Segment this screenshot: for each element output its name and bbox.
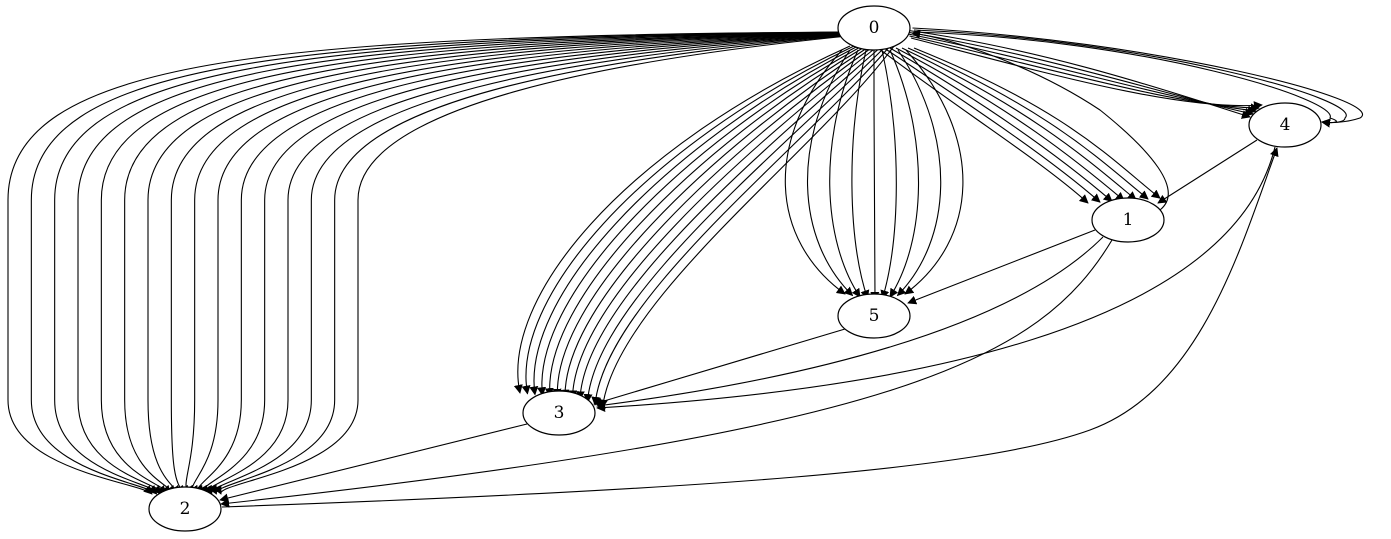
- edge-0-to-3: [521, 45, 855, 395]
- edge-0-to-4: [913, 29, 1347, 128]
- edge-0-to-4: [915, 31, 1337, 128]
- edge-1-to-3: [596, 236, 1104, 410]
- edge-0-to-2: [170, 32, 849, 495]
- edge-1-to-5: [907, 229, 1096, 305]
- edge-0-to-4: [909, 35, 1260, 113]
- edge-1-to-0: [911, 29, 1169, 211]
- edge-0-to-3: [568, 45, 879, 400]
- edge-0-to-3: [599, 45, 895, 409]
- edge-0-to-5: [889, 49, 920, 298]
- edge-0-to-2: [180, 33, 850, 495]
- edge-0-to-5: [896, 49, 942, 297]
- edge-0-to-2: [54, 31, 843, 495]
- edge-0-to-3: [583, 45, 887, 404]
- edge-0-to-5: [829, 49, 861, 298]
- node-5[interactable]: 5: [837, 293, 911, 339]
- edge-5-to-3: [593, 328, 846, 406]
- node-3[interactable]: 3: [522, 390, 596, 436]
- edge-0-to-1: [895, 47, 1125, 202]
- edge-2-to-4: [221, 147, 1279, 508]
- edge-0-to-2: [203, 34, 856, 495]
- edge-0-to-4: [904, 29, 1251, 119]
- node-label: 0: [869, 18, 880, 38]
- edge-0-to-2: [199, 33, 855, 495]
- edge-0-to-3: [544, 45, 867, 398]
- edge-0-to-4: [912, 27, 1363, 128]
- edges: [7, 27, 1363, 508]
- edge-0-to-2: [77, 32, 844, 495]
- edge-0-to-2: [189, 33, 853, 495]
- edge-0-to-5: [806, 49, 854, 297]
- node-label: 4: [1280, 115, 1291, 135]
- edge-0-to-5: [904, 49, 964, 295]
- node-2[interactable]: 2: [148, 486, 222, 532]
- edge-0-to-2: [7, 31, 841, 495]
- edge-0-to-3: [552, 45, 871, 398]
- edge-0-to-1: [889, 47, 1113, 202]
- node-1[interactable]: 1: [1091, 197, 1165, 243]
- edge-0-to-3: [537, 45, 863, 397]
- edge-1-to-2: [220, 239, 1113, 508]
- edge-0-to-3: [591, 45, 891, 406]
- edge-0-to-1: [901, 47, 1137, 201]
- edge-0-to-2: [147, 32, 848, 495]
- edge-0-to-2: [30, 31, 842, 495]
- edge-0-to-3: [513, 45, 851, 394]
- edge-0-to-2: [100, 32, 845, 495]
- edge-3-to-2: [219, 423, 528, 503]
- edge-0-to-2: [208, 34, 857, 495]
- edge-0-to-3: [575, 45, 883, 401]
- edge-0-to-5: [851, 49, 870, 300]
- edge-0-to-2: [124, 32, 847, 495]
- nodes: 0 4 1 5 3 2: [148, 5, 1322, 532]
- edge-0-to-1: [877, 47, 1089, 204]
- edge-0-to-3: [560, 45, 875, 399]
- edge-4-to-3: [596, 146, 1276, 413]
- node-label: 1: [1123, 210, 1134, 230]
- edge-0-to-2: [185, 33, 851, 495]
- node-label: 3: [554, 403, 565, 423]
- edge-4-to-1: [1157, 139, 1258, 204]
- edge-0-to-5: [880, 49, 897, 300]
- edge-0-to-5: [870, 49, 880, 301]
- node-label: 2: [180, 499, 191, 519]
- edge-0-to-4: [910, 37, 1263, 111]
- node-0[interactable]: 0: [837, 5, 911, 51]
- node-4[interactable]: 4: [1248, 102, 1322, 148]
- edge-0-to-1: [913, 47, 1161, 199]
- edge-0-to-5: [784, 49, 846, 295]
- edge-0-to-1: [883, 47, 1101, 203]
- edge-0-to-2: [194, 33, 854, 495]
- edge-0-to-4: [906, 31, 1254, 117]
- edge-0-to-1: [907, 47, 1149, 200]
- node-label: 5: [869, 306, 880, 326]
- edge-0-to-2: [213, 34, 859, 495]
- edge-0-to-3: [529, 45, 859, 396]
